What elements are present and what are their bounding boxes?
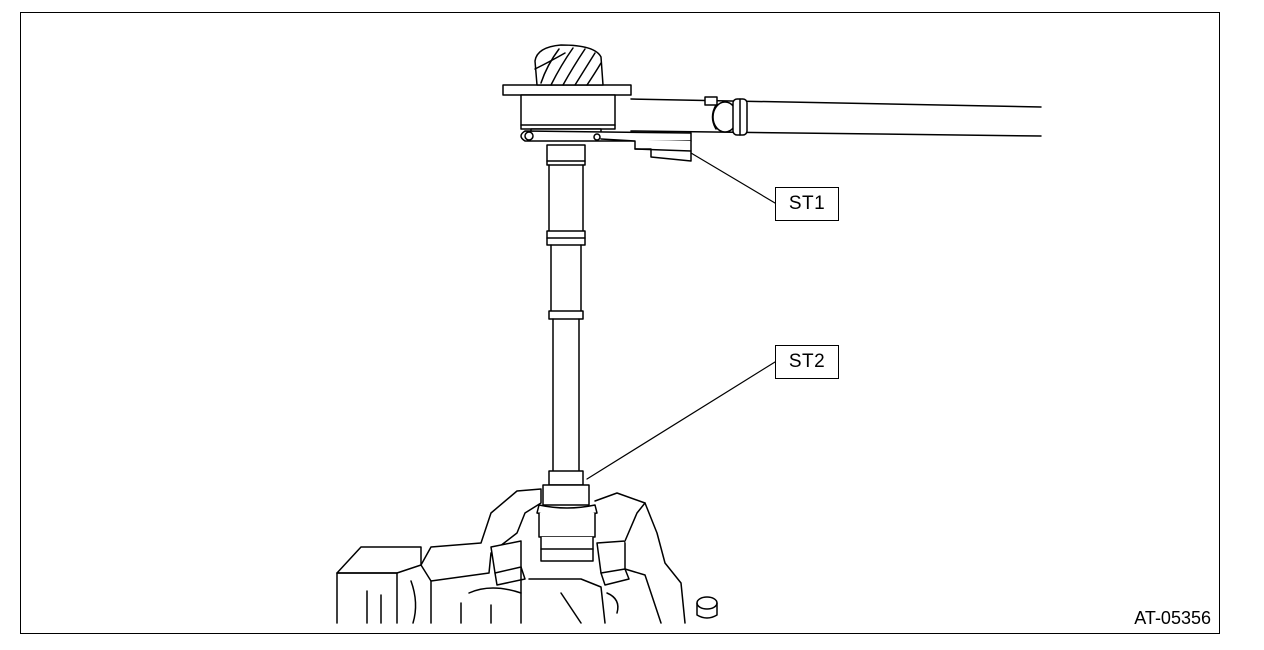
torque-wrench-head	[502, 44, 632, 138]
callout-st2: ST2	[775, 345, 839, 379]
leader-line-st1	[690, 152, 776, 204]
extension-shaft	[536, 144, 598, 562]
callout-st1: ST1	[775, 187, 839, 221]
st1-adapter-bracket	[520, 130, 692, 162]
leader-line-st2	[586, 361, 776, 480]
figure-frame: ST1 ST2 AT-05356	[20, 12, 1220, 634]
transmission-case	[336, 488, 718, 624]
figure-id-label: AT-05356	[1134, 608, 1211, 628]
technical-illustration	[336, 44, 1042, 624]
leader-lines	[586, 152, 776, 480]
torque-wrench-handle	[630, 96, 1042, 137]
